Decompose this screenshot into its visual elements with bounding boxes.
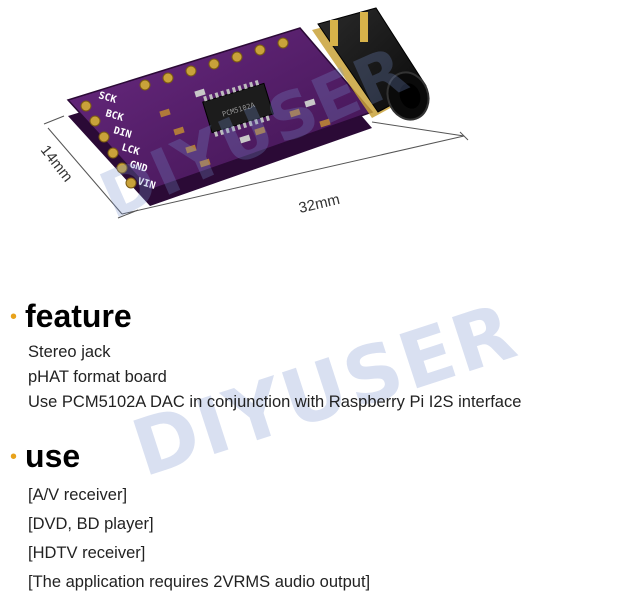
use-item: [HDTV receiver] — [28, 544, 146, 562]
dimension-width-label: 14mm — [37, 142, 76, 185]
audio-jack — [312, 7, 430, 121]
pin-label-bck: BCK — [104, 108, 124, 124]
smd-components — [159, 88, 331, 168]
pcm5102a-board-illustration: SCK BCK DIN LCK GND VIN — [37, 7, 469, 219]
pin-label-vin: VIN — [136, 176, 156, 192]
pin-labels: SCK BCK DIN LCK GND VIN — [97, 90, 156, 192]
feature-heading: • feature — [10, 298, 132, 335]
feature-list: Stereo jack pHAT format board Use PCM510… — [28, 340, 521, 415]
feature-item: Stereo jack — [28, 343, 111, 361]
dimension-length-label: 32mm — [297, 191, 341, 217]
feature-title: feature — [25, 298, 132, 334]
pin-label-gnd: GND — [128, 159, 148, 175]
use-item: [The application requires 2VRMS audio ou… — [28, 573, 371, 591]
gold-pads-left — [80, 100, 137, 189]
feature-bullet-icon: • — [10, 305, 18, 328]
pin-label-sck: SCK — [97, 90, 117, 106]
use-heading: • use — [10, 438, 80, 475]
gold-pads-top — [139, 37, 289, 91]
dac-chip: PCM5102A — [202, 80, 274, 137]
use-list: [A/V receiver] [DVD, BD player] [HDTV re… — [28, 481, 370, 597]
use-item: [DVD, BD player] — [28, 515, 154, 533]
use-bullet-icon: • — [10, 445, 18, 468]
pin-label-lck: LCK — [120, 142, 140, 158]
use-title: use — [25, 438, 81, 474]
product-photo: SCK BCK DIN LCK GND VIN — [0, 0, 640, 290]
pin-label-din: DIN — [112, 125, 132, 141]
feature-item: Use PCM5102A DAC in conjunction with Ras… — [28, 393, 522, 411]
use-item: [A/V receiver] — [28, 486, 128, 504]
feature-item: pHAT format board — [28, 368, 167, 386]
